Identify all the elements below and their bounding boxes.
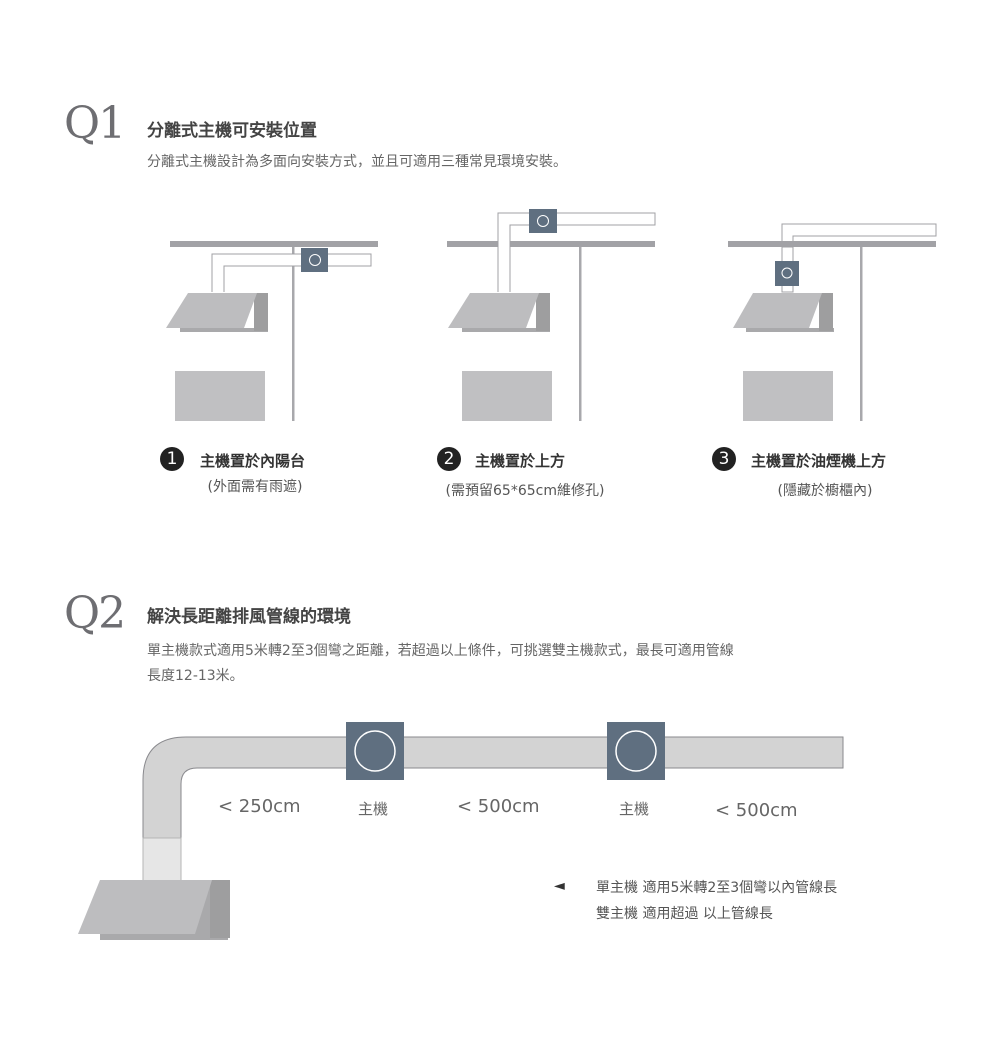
cabinet — [462, 371, 552, 421]
cabinet — [743, 371, 833, 421]
install-diagram-2 — [447, 209, 656, 421]
option-number-1: 1 — [160, 447, 184, 471]
pointer-arrow-icon: ◄ — [554, 878, 565, 894]
segment-length-1: < 250cm — [218, 796, 301, 817]
q2-description-line1: 單主機款式適用5米轉2至3個彎之距離，若超過以上條件，可挑選雙主機款式，最長可適… — [147, 643, 734, 659]
option-number-3: 3 — [712, 447, 736, 471]
host-label-1: 主機 — [358, 800, 389, 818]
range-hood — [733, 293, 834, 332]
option-subtitle-3: (隱藏於櫥櫃內) — [777, 483, 873, 499]
option-subtitle-2: (需預留65*65cm維修孔) — [445, 483, 605, 499]
duct — [142, 736, 844, 839]
segment-length-3: < 500cm — [715, 800, 798, 821]
segment-length-2: < 500cm — [457, 796, 540, 817]
fan-icon — [537, 215, 549, 227]
fan-icon — [309, 254, 321, 266]
long-duct-diagram — [78, 722, 844, 940]
fan-icon — [354, 730, 396, 772]
range-hood — [166, 293, 268, 332]
legend-line-2: 雙主機 適用超過 以上管線長 — [596, 906, 773, 922]
range-hood — [448, 293, 550, 332]
range-hood — [78, 880, 230, 940]
install-diagram-1 — [166, 241, 378, 421]
duct-connector — [142, 837, 182, 883]
q1-title: 分離式主機可安裝位置 — [147, 121, 317, 141]
option-title-2: 主機置於上方 — [475, 452, 566, 470]
ceiling — [170, 241, 378, 247]
host-unit — [301, 248, 328, 272]
host-unit — [529, 209, 557, 233]
q1-label: Q1 — [64, 98, 126, 149]
duct — [211, 253, 372, 292]
q2-title: 解決長距離排風管線的環境 — [147, 607, 351, 627]
option-title-1: 主機置於內陽台 — [200, 452, 306, 470]
cabinet — [175, 371, 265, 421]
host-label-2: 主機 — [619, 800, 650, 818]
q2-label: Q2 — [64, 588, 126, 639]
fan-icon — [615, 730, 657, 772]
q2-description-line2: 長度12-13米。 — [147, 668, 244, 684]
option-number-2: 2 — [437, 447, 461, 471]
install-diagram-3 — [728, 223, 937, 421]
fan-icon — [781, 267, 793, 279]
host-unit — [775, 261, 799, 286]
wall — [292, 247, 295, 421]
q1-description: 分離式主機設計為多面向安裝方式，並且可適用三種常見環境安裝。 — [147, 154, 567, 170]
legend-line-1: 單主機 適用5米轉2至3個彎以內管線長 — [596, 880, 838, 896]
option-title-3: 主機置於油煙機上方 — [751, 452, 887, 470]
option-subtitle-1: (外面需有雨遮) — [207, 479, 303, 495]
